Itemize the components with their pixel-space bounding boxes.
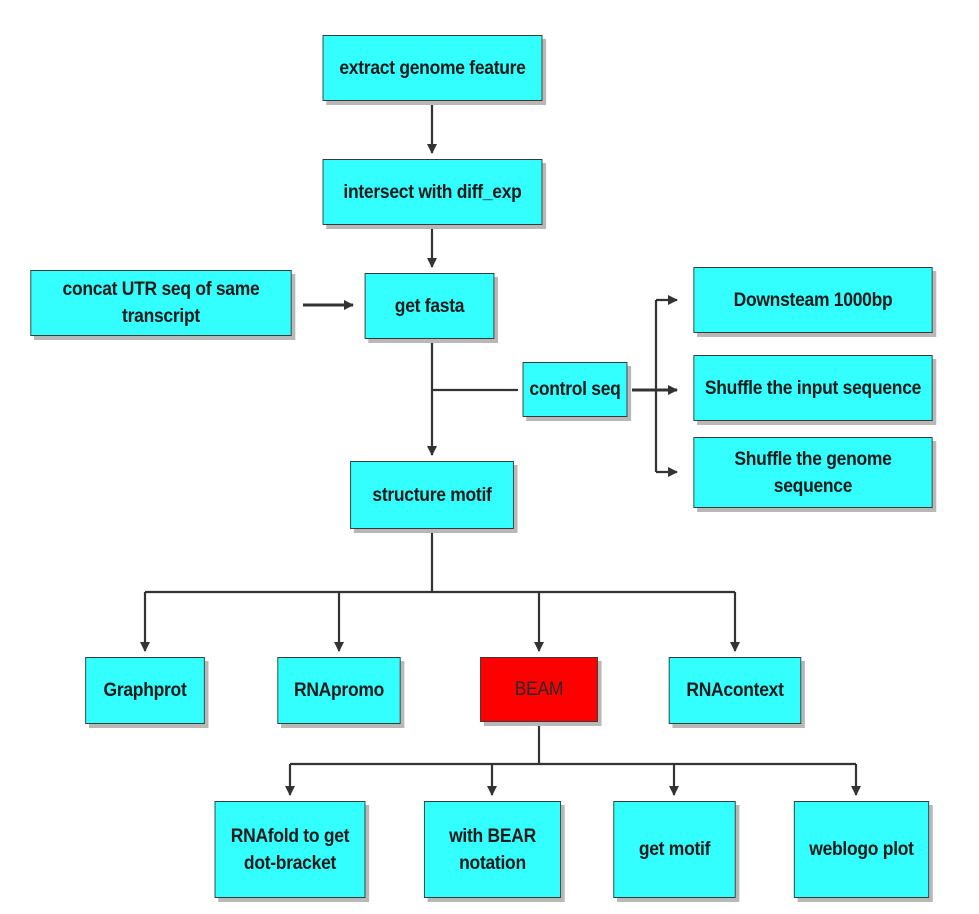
node-shuffle-genome-sequence: Shuffle the genome sequence [693, 437, 933, 508]
node-control-seq: control seq [522, 362, 628, 417]
node-structure-motif: structure motif [350, 461, 514, 529]
node-label: RNApromo [293, 680, 385, 701]
node-label: structure motif [372, 484, 492, 506]
node-label: get fasta [394, 295, 465, 317]
node-extract-genome-feature: extract genome feature [322, 35, 543, 101]
node-label: Shuffle the genome sequence [734, 448, 892, 497]
node-downstream-1000bp: Downsteam 1000bp [693, 267, 933, 333]
node-shuffle-input-sequence: Shuffle the input sequence [693, 355, 933, 421]
node-label: Downsteam 1000bp [733, 289, 893, 311]
node-graphprot: Graphprot [85, 657, 205, 724]
node-beam-highlighted: BEAM [480, 657, 598, 722]
node-label: BEAM [514, 679, 564, 700]
node-label: Shuffle the input sequence [704, 377, 922, 399]
node-rnapromo: RNApromo [277, 657, 401, 724]
node-label: concat UTR seq of same transcript [62, 279, 260, 327]
node-concat-utr-seq: concat UTR seq of same transcript [30, 270, 292, 336]
node-get-motif: get motif [613, 801, 736, 898]
node-rnacontext: RNAcontext [668, 657, 802, 724]
node-label: extract genome feature [339, 57, 526, 79]
node-weblogo-plot: weblogo plot [793, 801, 930, 898]
node-get-fasta: get fasta [364, 273, 495, 339]
node-label: RNAcontext [686, 680, 784, 701]
node-label: intersect with diff_exp [343, 181, 522, 203]
node-intersect-with-diff-exp: intersect with diff_exp [322, 159, 543, 225]
node-label: get motif [638, 839, 711, 860]
node-bear-notation: with BEAR notation [423, 801, 562, 898]
node-label: Graphprot [103, 680, 187, 701]
node-label: RNAfold to get dot-bracket [230, 825, 350, 874]
node-rnafold-dot-bracket: RNAfold to get dot-bracket [214, 801, 366, 898]
node-label: with BEAR notation [449, 825, 536, 874]
node-label: weblogo plot [809, 839, 914, 860]
node-label: control seq [529, 379, 621, 400]
